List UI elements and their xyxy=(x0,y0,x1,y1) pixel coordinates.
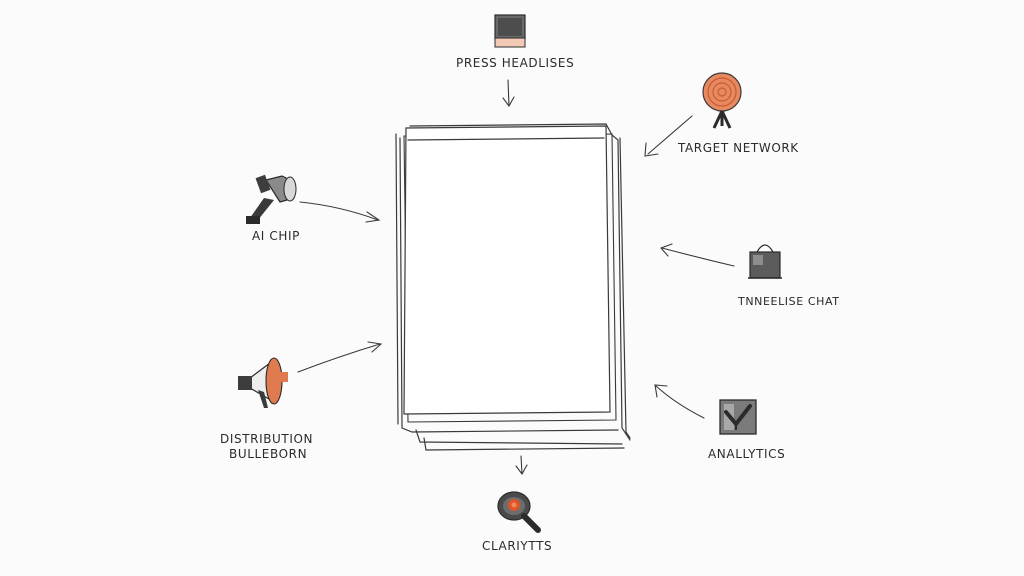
megaphone-icon xyxy=(234,350,292,414)
spotlight-icon xyxy=(244,172,300,228)
arrows xyxy=(297,79,735,476)
chat-label: TNNEELISE CHAT xyxy=(738,295,840,308)
target-icon xyxy=(700,72,744,130)
monitor-icon xyxy=(494,14,526,48)
distribution-label-line1: DISTRIBUTION xyxy=(220,432,314,446)
clarity-label: CLARIYTTS xyxy=(482,539,553,553)
magnifier-icon xyxy=(494,488,544,534)
analytics-label: ANALLYTICS xyxy=(708,447,786,461)
distribution-label-line2: BULLEBORN xyxy=(229,447,308,461)
distribution-label: DISTRIBUTION BULLEBORN xyxy=(220,432,313,462)
bag-icon xyxy=(746,240,784,284)
target-network-label: TARGET NETWORK xyxy=(678,141,799,155)
ai-chip-label: AI CHIP xyxy=(252,229,300,243)
checkbox-icon xyxy=(718,398,758,436)
document-stack xyxy=(395,123,631,451)
press-headlines-label: PRESS HEADLISES xyxy=(456,56,575,70)
